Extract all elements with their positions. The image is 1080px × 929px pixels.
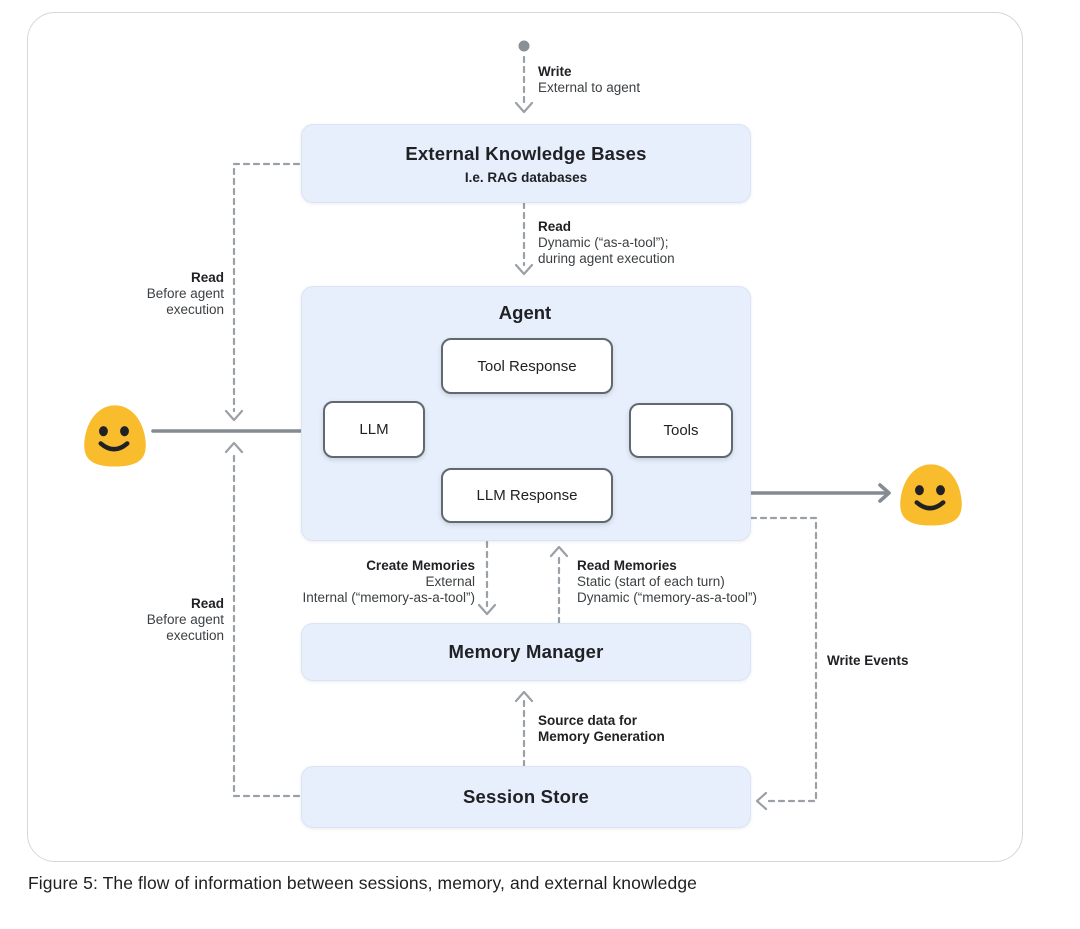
node-external-knowledge-bases: External Knowledge Bases I.e. RAG databa… — [301, 124, 751, 203]
label-source-data: Source data for Memory Generation — [538, 713, 665, 744]
edge-write-external-to-agent — [514, 40, 534, 114]
edge-read-before-execution-top — [224, 162, 301, 422]
node-label: LLM Response — [476, 487, 578, 504]
node-tool-response: Tool Response — [441, 338, 613, 394]
node-title: Session Store — [463, 786, 589, 807]
edge-read-before-execution-bottom — [224, 441, 301, 798]
edge-read-ekb-to-agent — [514, 201, 534, 276]
node-llm: LLM — [323, 401, 425, 458]
node-memory-manager: Memory Manager — [301, 623, 751, 681]
figure-frame: External Knowledge Bases I.e. RAG databa… — [27, 12, 1023, 862]
node-label: Tools — [663, 422, 699, 439]
edge-write-events — [749, 516, 818, 811]
label-read-dynamic: Read Dynamic (“as-a-tool”); during agent… — [538, 219, 675, 266]
user-emoji-left — [84, 405, 146, 467]
arrow-user-to-llm — [151, 421, 315, 441]
label-create-memories: Create Memories External Internal (“memo… — [302, 558, 475, 605]
node-subtitle: I.e. RAG databases — [464, 169, 588, 185]
figure-caption: Figure 5: The flow of information betwee… — [28, 873, 698, 893]
user-emoji-right — [900, 464, 962, 526]
label-read-before-bottom: Read Before agent execution — [146, 596, 224, 643]
node-title: Memory Manager — [448, 641, 604, 662]
edge-create-memories — [477, 540, 497, 616]
node-session-store: Session Store — [301, 766, 751, 828]
node-label: LLM — [359, 421, 389, 438]
node-title: External Knowledge Bases — [405, 142, 647, 164]
label-read-memories: Read Memories Static (start of each turn… — [577, 558, 758, 605]
node-label: Tool Response — [477, 357, 577, 375]
node-tools: Tools — [629, 403, 733, 458]
edge-read-memories — [549, 545, 569, 625]
agent-title: Agent — [498, 302, 552, 323]
label-write-events: Write Events — [827, 653, 909, 668]
label-write-external: Write External to agent — [538, 64, 641, 95]
label-read-before-top: Read Before agent execution — [146, 270, 224, 317]
node-llm-response: LLM Response — [441, 468, 613, 523]
edge-source-data — [514, 690, 534, 768]
